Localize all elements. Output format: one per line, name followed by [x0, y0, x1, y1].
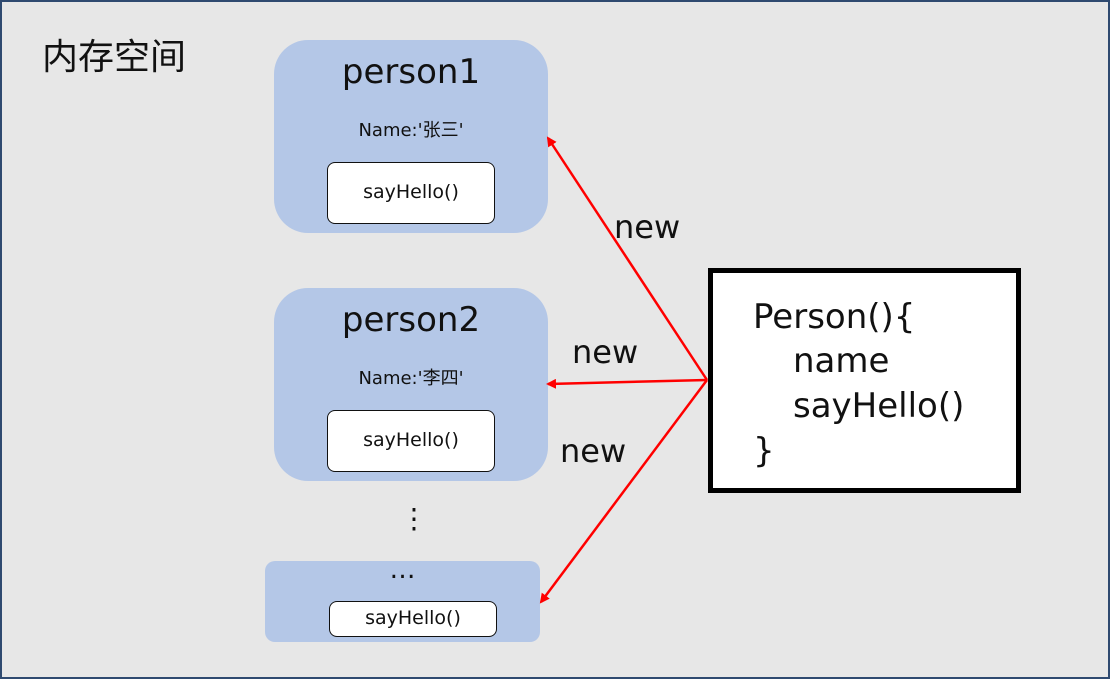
- constructor-box: Person(){ name sayHello() }: [708, 268, 1021, 493]
- arrow-to-object-more: [539, 379, 709, 604]
- vertical-ellipsis: ⋮: [400, 502, 428, 535]
- edge-label-new-2: new: [572, 333, 639, 371]
- constructor-line-3: sayHello(): [793, 386, 965, 426]
- arrow-to-person1: [546, 136, 709, 381]
- arrow-to-person2: [546, 378, 708, 389]
- object-name: …: [389, 555, 416, 585]
- object-person1: person1 Name:'张三' sayHello(): [274, 40, 548, 233]
- method-box: sayHello(): [327, 410, 495, 472]
- constructor-line-2: name: [793, 341, 890, 381]
- object-property: Name:'李四': [358, 368, 464, 389]
- object-name: person1: [341, 52, 481, 92]
- object-name: person2: [341, 300, 481, 340]
- edge-label-new-1: new: [614, 208, 681, 246]
- method-box: sayHello(): [327, 162, 495, 224]
- object-property: Name:'张三': [358, 120, 464, 141]
- constructor-line-1: Person(){: [753, 297, 916, 337]
- object-person2: person2 Name:'李四' sayHello(): [274, 288, 548, 481]
- constructor-line-4: }: [753, 431, 775, 471]
- edge-label-new-3: new: [560, 432, 627, 470]
- object-more: … sayHello(): [265, 555, 540, 642]
- method-box: sayHello(): [329, 601, 497, 637]
- memory-space-title: 内存空间: [42, 37, 187, 78]
